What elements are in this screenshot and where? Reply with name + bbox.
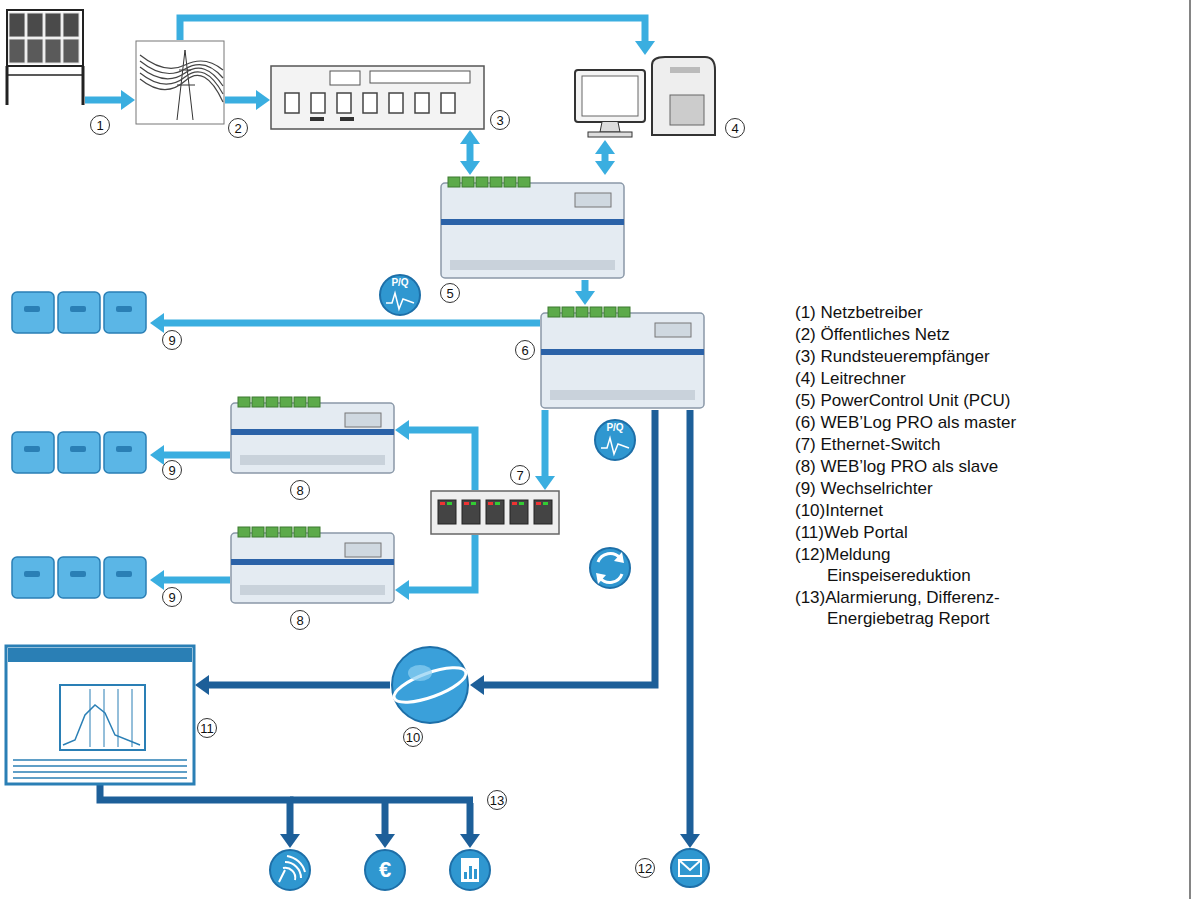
- sync-icon: [590, 548, 630, 588]
- callout-number: 12: [635, 858, 655, 878]
- connector-arrow: [595, 140, 615, 175]
- callout-number: 9: [162, 587, 182, 607]
- callout-number: 5: [440, 283, 460, 303]
- illustration: [10, 430, 150, 475]
- slave-device: 8: [230, 525, 395, 605]
- connector-arrow: [575, 280, 595, 305]
- currency-symbol: €: [365, 857, 405, 883]
- callout-number: 9: [162, 460, 182, 480]
- connector-arrow: [85, 90, 135, 110]
- connector-arrow: [225, 90, 270, 110]
- connector-arrow: [460, 130, 480, 175]
- callout-number: 10: [403, 727, 423, 747]
- callout-number: 1: [90, 115, 110, 135]
- illustration: [270, 65, 485, 130]
- illustration: [10, 555, 150, 600]
- internet-globe: 10: [390, 645, 470, 725]
- legend-item: (11)Web Portal: [795, 522, 1021, 543]
- signal-label: P/Q: [595, 422, 635, 433]
- legend-item: (13)Alarmierung, Differenz- Energiebetra…: [795, 587, 1021, 629]
- callout-number: 4: [725, 118, 745, 138]
- callout-number: 13: [487, 790, 507, 810]
- callout-number: 7: [510, 465, 530, 485]
- report-bus: [290, 800, 480, 848]
- master-device: 6: [540, 305, 705, 410]
- illustration: [670, 848, 710, 888]
- connector-arrow: [150, 445, 230, 465]
- connector-arrow: [195, 675, 390, 695]
- legend-item: (8) WEB’log PRO als slave: [795, 456, 1021, 477]
- inverter-group: 9: [10, 430, 150, 475]
- illustration: [10, 290, 150, 335]
- legend-item: (12)Meldung Einspeisereduktion: [795, 544, 1021, 586]
- signal-label: P/Q: [380, 277, 420, 288]
- callout-number: 8: [290, 610, 310, 630]
- legend-item: (6) WEB’Log PRO als master: [795, 412, 1021, 433]
- connector-arrow: [100, 785, 300, 848]
- callout-number: 9: [162, 330, 182, 350]
- illustration: [230, 525, 395, 605]
- connector-arrow: [470, 410, 655, 695]
- connector-arrow: [395, 420, 475, 490]
- connector-arrow: [180, 18, 655, 55]
- pq-icon: [380, 275, 420, 315]
- connector-arrow: [680, 410, 700, 848]
- pq-icon: [595, 420, 635, 460]
- page-border: [1189, 0, 1190, 899]
- illustration: [570, 55, 720, 140]
- connector-arrow: [535, 410, 555, 490]
- computer-icon: 4: [570, 55, 720, 140]
- legend-item: (2) Öffentliches Netz: [795, 324, 1021, 345]
- connector-arrow: [150, 570, 230, 590]
- pcu-device: 5: [440, 175, 625, 280]
- inverter-group: 9: [10, 290, 150, 335]
- connector-arrow: [395, 535, 475, 600]
- web-portal: 11: [5, 645, 195, 785]
- illustration: [5, 5, 85, 110]
- callout-number: 11: [197, 718, 217, 738]
- legend-item: (7) Ethernet-Switch: [795, 434, 1021, 455]
- operator-icon: 1: [5, 5, 85, 110]
- legend-item: (3) Rundsteuerempfänger: [795, 346, 1021, 367]
- legend-item: (4) Leitrechner: [795, 368, 1021, 389]
- callout-number: 2: [228, 118, 248, 138]
- illustration: [390, 645, 470, 725]
- legend-item: (1) Netzbetreiber: [795, 302, 1021, 323]
- legend-item: (5) PowerControl Unit (PCU): [795, 390, 1021, 411]
- callout-number: 8: [290, 480, 310, 500]
- inverter-group: 9: [10, 555, 150, 600]
- grid-icon: 2: [135, 40, 225, 125]
- callout-number: 6: [515, 340, 535, 360]
- message-icon: 12: [670, 848, 710, 888]
- callout-number: 3: [490, 110, 510, 130]
- illustration: [430, 490, 560, 535]
- slave-device: 8: [230, 395, 395, 475]
- legend-item: (10)Internet: [795, 500, 1021, 521]
- switch-icon: 7: [430, 490, 560, 535]
- illustration: [5, 645, 195, 785]
- illustration: [540, 305, 705, 410]
- illustration: [135, 40, 225, 125]
- connector-arrow: [150, 313, 540, 333]
- illustration: [440, 175, 625, 280]
- legend-list: (1) Netzbetreiber(2) Öffentliches Netz(3…: [795, 302, 1021, 630]
- legend-item: (9) Wechselrichter: [795, 478, 1021, 499]
- receiver-icon: 3: [270, 65, 485, 130]
- illustration: [230, 395, 395, 475]
